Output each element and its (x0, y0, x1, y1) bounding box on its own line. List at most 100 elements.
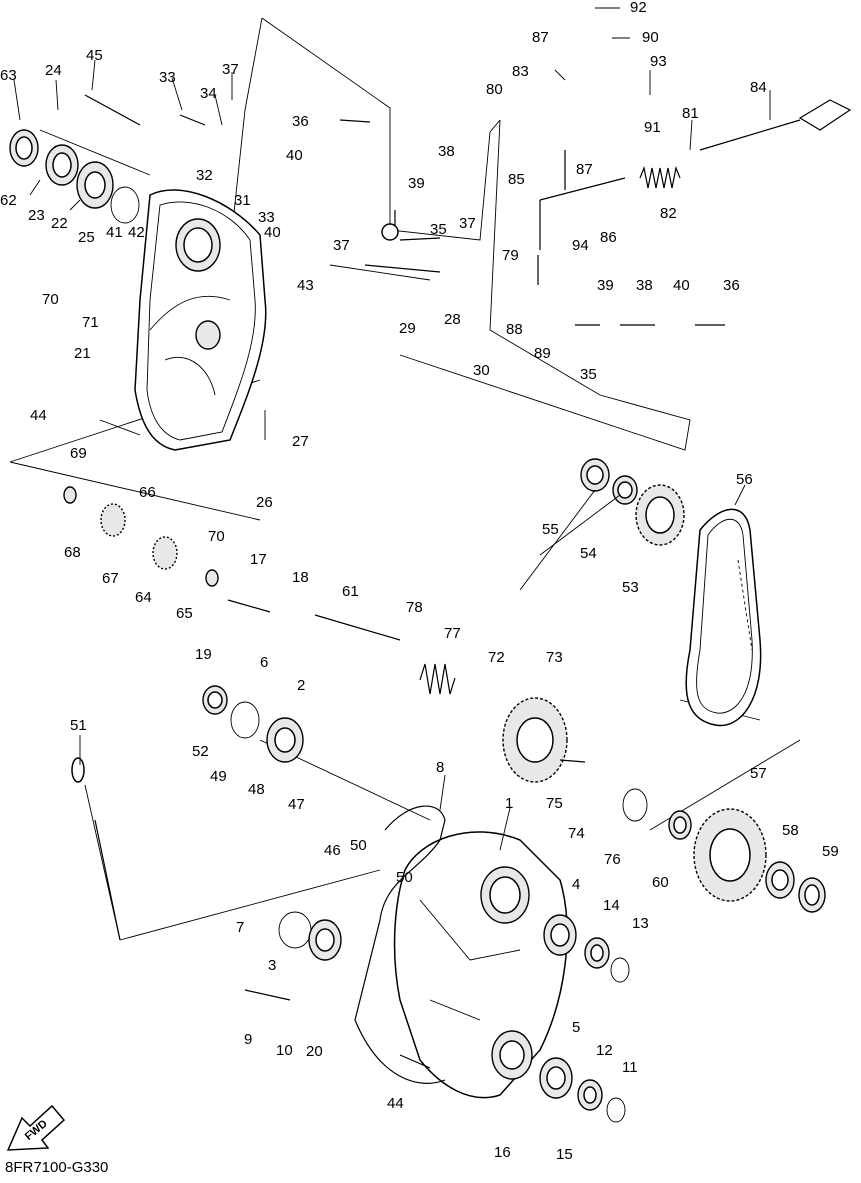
callout-label: 44 (387, 1095, 404, 1112)
callout-label: 26 (256, 494, 273, 511)
callout-label: 46 (324, 842, 341, 859)
gear-54 (635, 484, 685, 546)
callout-label: 1 (505, 795, 513, 812)
callout-label: 28 (444, 311, 461, 328)
callout-label: 93 (650, 53, 667, 70)
callout-label: 20 (306, 1043, 323, 1060)
callout-label: 41 (106, 224, 123, 241)
callout-label: 74 (568, 825, 585, 842)
callout-label: 83 (512, 63, 529, 80)
callout-label: 45 (86, 47, 103, 64)
callout-label: 15 (556, 1146, 573, 1163)
callout-label: 43 (297, 277, 314, 294)
callout-label: 86 (600, 229, 617, 246)
callout-label: 2 (297, 677, 305, 694)
callout-label: 18 (292, 569, 309, 586)
callout-label: 35 (430, 221, 447, 238)
callout-label: 51 (70, 717, 87, 734)
callout-label: 67 (102, 570, 119, 587)
callout-label: 50 (350, 837, 367, 854)
callout-label: 19 (195, 646, 212, 663)
callout-label: 23 (28, 207, 45, 224)
callout-label: 37 (459, 215, 476, 232)
callout-label: 66 (139, 484, 156, 501)
callout-label: 94 (572, 237, 589, 254)
callout-label: 50 (396, 869, 413, 886)
callout-label: 25 (78, 229, 95, 246)
drive-chain (685, 508, 762, 727)
callout-label: 11 (622, 1059, 638, 1076)
gasket (354, 805, 446, 1084)
callout-label: 92 (630, 0, 647, 16)
callout-label: 79 (502, 247, 519, 264)
callout-label: 90 (642, 29, 659, 46)
sprocket-68 (100, 503, 126, 537)
callout-label: 82 (660, 205, 677, 222)
callout-label: 81 (682, 105, 699, 122)
callout-label: 91 (644, 119, 661, 136)
callout-label: 57 (750, 765, 767, 782)
fwd-arrow-icon: FWD (6, 1104, 66, 1151)
callout-label: 70 (42, 291, 59, 308)
callout-label: 22 (51, 215, 68, 232)
callout-label: 42 (128, 224, 145, 241)
gear-74 (502, 697, 568, 783)
callout-label: 39 (597, 277, 614, 294)
leader-lines (13, 7, 771, 851)
assembly-lines (9, 17, 801, 941)
callout-label: 21 (74, 345, 91, 362)
callout-label: 65 (176, 605, 193, 622)
callout-label: 6 (260, 654, 268, 671)
callout-label: 60 (652, 874, 669, 891)
callout-label: 5 (572, 1019, 580, 1036)
callout-label: 35 (580, 366, 597, 383)
callout-label: 33 (258, 209, 275, 226)
callout-label: 63 (0, 67, 17, 84)
callout-label: 32 (196, 167, 213, 184)
callout-label: 75 (546, 795, 563, 812)
callout-label: 27 (292, 433, 309, 450)
callout-label: 29 (399, 320, 416, 337)
callout-label: 85 (508, 171, 525, 188)
bearings-and-seals (9, 129, 826, 1123)
callout-label: 10 (276, 1042, 293, 1059)
callout-label: 78 (406, 599, 423, 616)
callout-label: 69 (70, 445, 87, 462)
callout-label: 14 (603, 897, 620, 914)
callout-label: 37 (222, 61, 239, 78)
callout-label: 53 (622, 579, 639, 596)
callout-label: 3 (268, 957, 276, 974)
callout-label: 40 (264, 224, 281, 241)
springs (419, 165, 681, 695)
callout-label: 40 (286, 147, 303, 164)
callout-label: 87 (576, 161, 593, 178)
callout-label: 44 (30, 407, 47, 424)
callout-label: 37 (333, 237, 350, 254)
callout-label: 72 (488, 649, 505, 666)
callout-label: 84 (750, 79, 767, 96)
callout-label: 87 (532, 29, 549, 46)
callout-label: 47 (288, 796, 305, 813)
gear-58 (693, 808, 767, 902)
callout-label: 40 (673, 277, 690, 294)
diagram-code: 8FR7100-G330 (5, 1159, 108, 1176)
callout-label: 55 (542, 521, 559, 538)
sprocket-65 (152, 536, 178, 570)
callout-label: 49 (210, 768, 227, 785)
shafts-and-bolts (71, 94, 852, 1069)
callout-label: 62 (0, 192, 17, 209)
callout-label: 73 (546, 649, 563, 666)
chaincase-cover (134, 189, 267, 451)
callout-label: 30 (473, 362, 490, 379)
callout-label: 39 (408, 175, 425, 192)
callout-label: 54 (580, 545, 597, 562)
callout-label: 8 (436, 759, 444, 776)
callout-label: 13 (632, 915, 649, 932)
callout-label: 34 (200, 85, 217, 102)
callout-label: 16 (494, 1144, 511, 1161)
callout-label: 36 (723, 277, 740, 294)
callout-label: 80 (486, 81, 503, 98)
callout-label: 9 (244, 1031, 252, 1048)
callout-label: 38 (636, 277, 653, 294)
callout-label: 48 (248, 781, 265, 798)
